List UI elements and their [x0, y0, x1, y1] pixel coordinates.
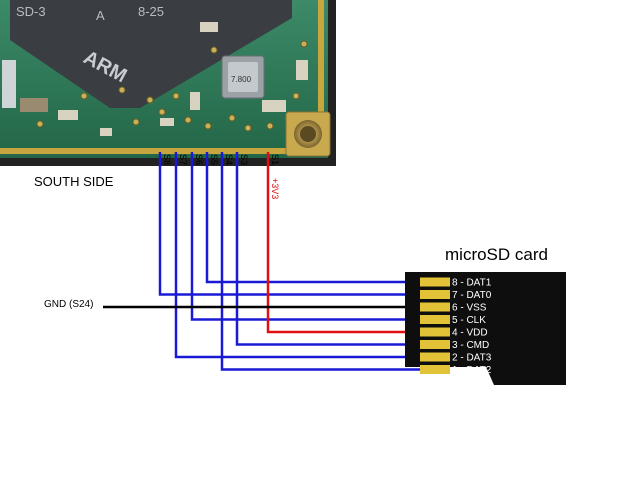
- wire-pin-s3: [235, 152, 424, 346]
- smd-components: [2, 22, 308, 136]
- card-pin-label: 1 - DAT2: [452, 365, 492, 376]
- chip-marking-3: 8-25: [138, 4, 164, 19]
- board-pin-label-s8: S8: [162, 154, 172, 165]
- arm-processor-chip: [10, 0, 292, 108]
- card-pin-label: 4 - VDD: [452, 328, 488, 339]
- wire-pin-s8: [158, 152, 424, 296]
- card-pin-pad: [420, 365, 450, 374]
- card-pin-pad: [420, 290, 450, 299]
- card-pin-label: 3 - CMD: [452, 340, 489, 351]
- south-side-label: SOUTH SIDE: [34, 174, 114, 189]
- wires: S8 S7 S6 S5 S4 S3 S1 +3V3: [103, 152, 424, 371]
- board-pin-label-s4: S4: [224, 154, 234, 165]
- card-pin-pad: [420, 352, 450, 362]
- card-pin-pad: [420, 315, 450, 324]
- crystal-top: [228, 62, 258, 92]
- card-pin-pad: [420, 340, 450, 349]
- pcb-vias: [36, 40, 308, 132]
- wire-pin-s5: [205, 152, 424, 284]
- card-pin-label: 2 - DAT3: [452, 353, 492, 364]
- board-pin-label-s3: S3: [239, 154, 249, 165]
- wire-pin-s1: [266, 152, 424, 334]
- card-pin-pad: [420, 327, 450, 337]
- chip-marking-2: A: [96, 8, 105, 23]
- wire-pin-s4: [220, 152, 424, 371]
- mounting-hole-inner: [300, 126, 316, 142]
- board-pin-label-s5: S5: [209, 154, 219, 165]
- power-label: +3V3: [270, 178, 280, 199]
- board-pin-label-s6: S6: [194, 154, 204, 165]
- crystal-marking: 7.800: [231, 75, 252, 84]
- card-pin-label: 8 - DAT1: [452, 278, 492, 289]
- card-pin-pad: [420, 302, 450, 312]
- pcb-edge-pads: [0, 0, 328, 154]
- wire-pin-s6: [190, 152, 424, 321]
- pcb-board: SD-3 A 8-25 ARM 7.800: [0, 0, 336, 166]
- card-title: microSD card: [445, 245, 548, 264]
- card-pin-label: 5 - CLK: [452, 315, 486, 326]
- gnd-label: GND (S24): [44, 299, 93, 310]
- card-pin-label: 7 - DAT0: [452, 290, 492, 301]
- card-pin-label: 6 - VSS: [452, 303, 487, 314]
- chip-marking-1: SD-3: [16, 4, 46, 19]
- board-pin-label-s7: S7: [178, 154, 188, 165]
- board-pin-label-s1: S1: [270, 154, 280, 165]
- wire-pin-s7: [174, 152, 424, 359]
- card-pin-pad: [420, 277, 450, 287]
